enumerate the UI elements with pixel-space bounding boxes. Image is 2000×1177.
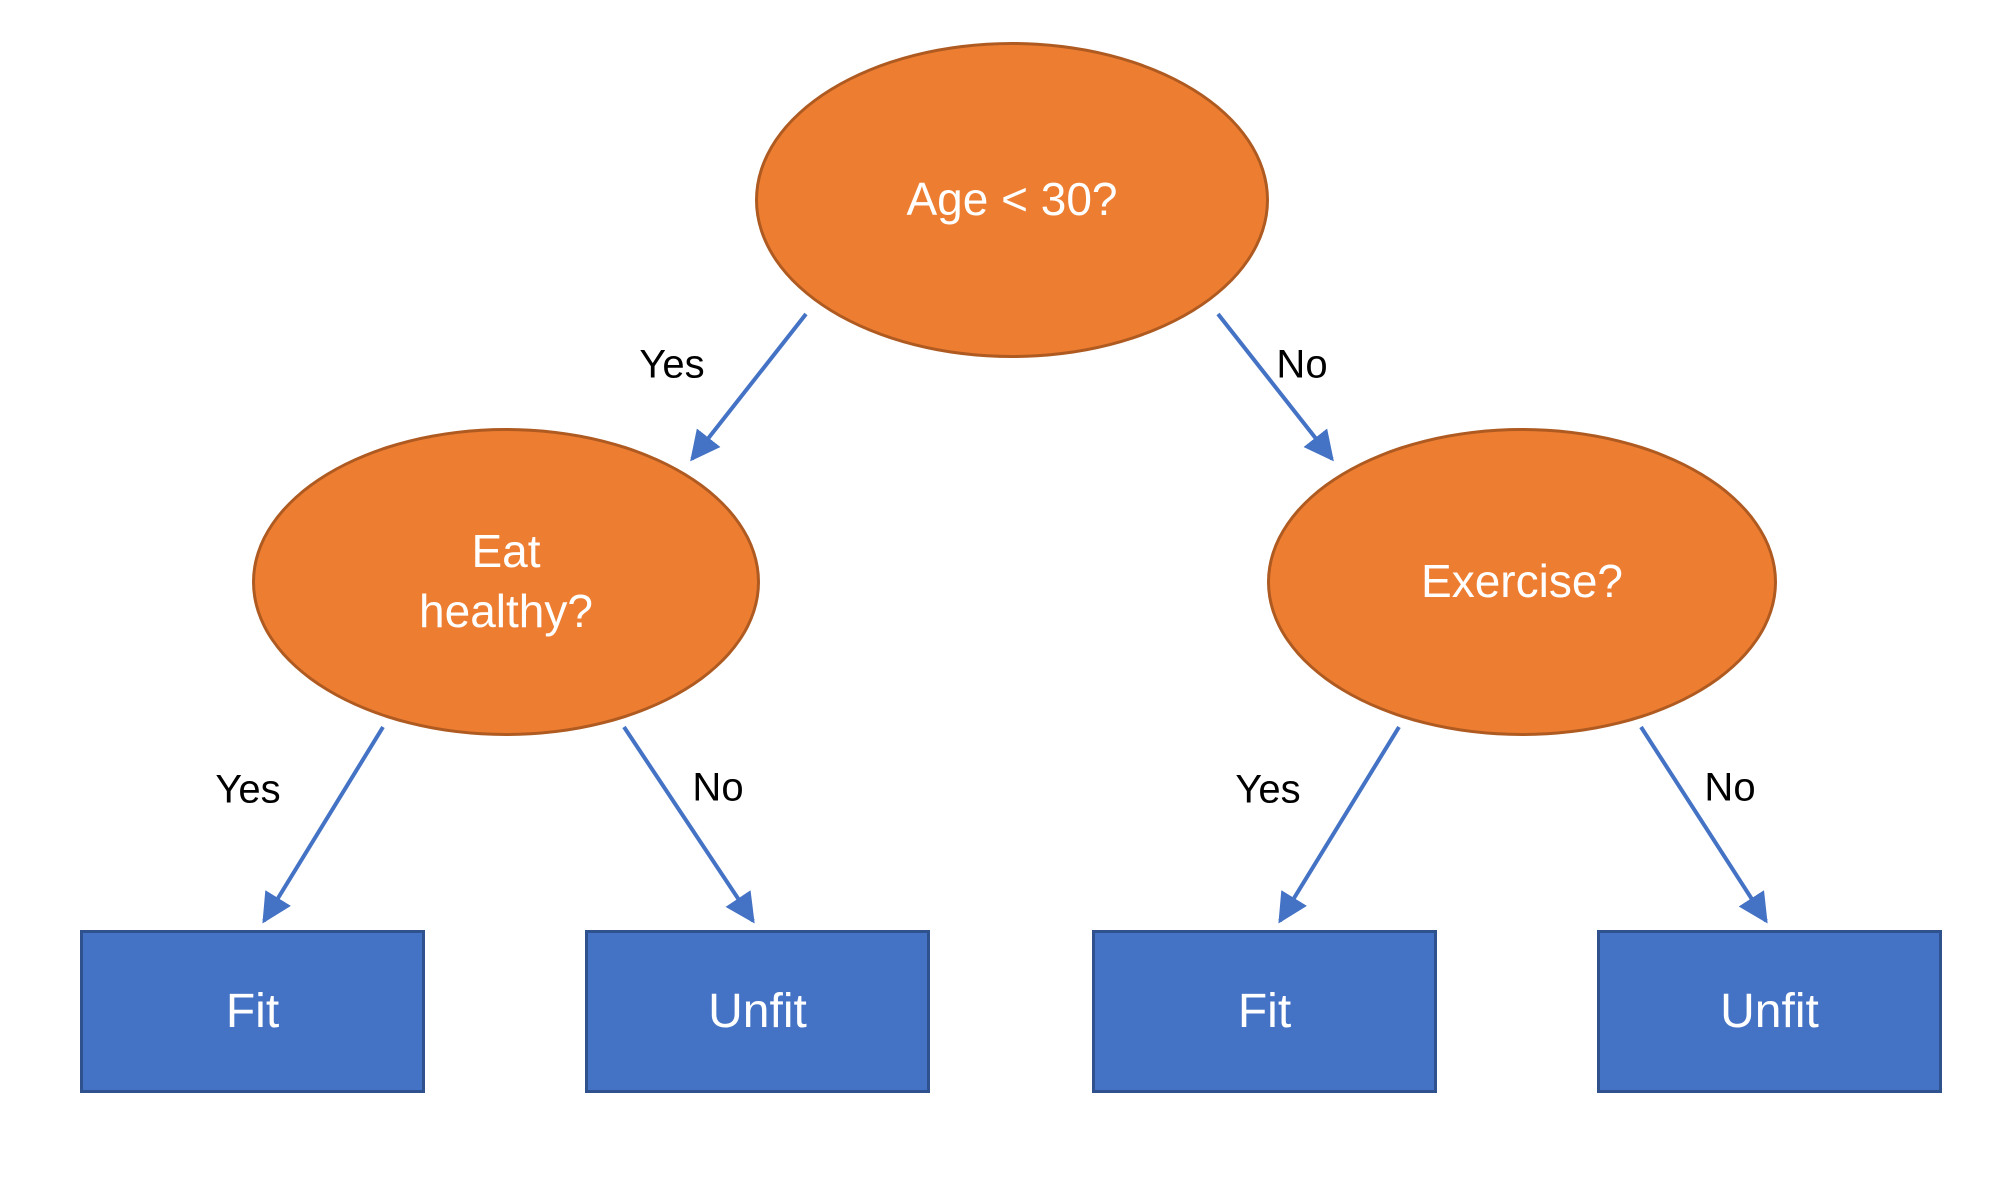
leaf-unfit-right-label: Unfit [1720,985,1819,1038]
node-eat-healthy-question-label: Eat healthy? [419,525,593,637]
node-eat-healthy-question: Eat healthy? [252,428,760,736]
edge-exercise-to-fit [1278,725,1401,924]
edge-eat-healthy-to-fit [262,725,385,924]
node-age-question: Age < 30? [755,42,1269,358]
edge-label-exercise-no: No [1704,765,1756,810]
edge-label-root-no: No [1276,342,1328,387]
edge-exercise-to-unfit [1639,725,1768,924]
node-exercise-question-label: Exercise? [1421,555,1623,608]
leaf-fit-left-label: Fit [225,985,280,1038]
edge-label-root-yes: Yes [639,342,705,387]
edge-label-exercise-yes: Yes [1235,767,1301,812]
leaf-unfit-right: Unfit [1597,930,1942,1093]
leaf-unfit-left-label: Unfit [708,985,807,1038]
leaf-unfit-left: Unfit [585,930,930,1093]
leaf-fit-right-label: Fit [1237,985,1292,1038]
edge-label-eat-healthy-no: No [692,765,744,810]
edge-root-to-exercise [1216,312,1334,462]
edge-eat-healthy-to-unfit [622,725,755,924]
leaf-fit-right: Fit [1092,930,1437,1093]
edge-label-eat-healthy-yes: Yes [215,767,281,812]
leaf-fit-left: Fit [80,930,425,1093]
edge-root-to-eat-healthy [690,312,808,462]
node-exercise-question: Exercise? [1267,428,1777,736]
node-age-question-label: Age < 30? [906,173,1118,226]
